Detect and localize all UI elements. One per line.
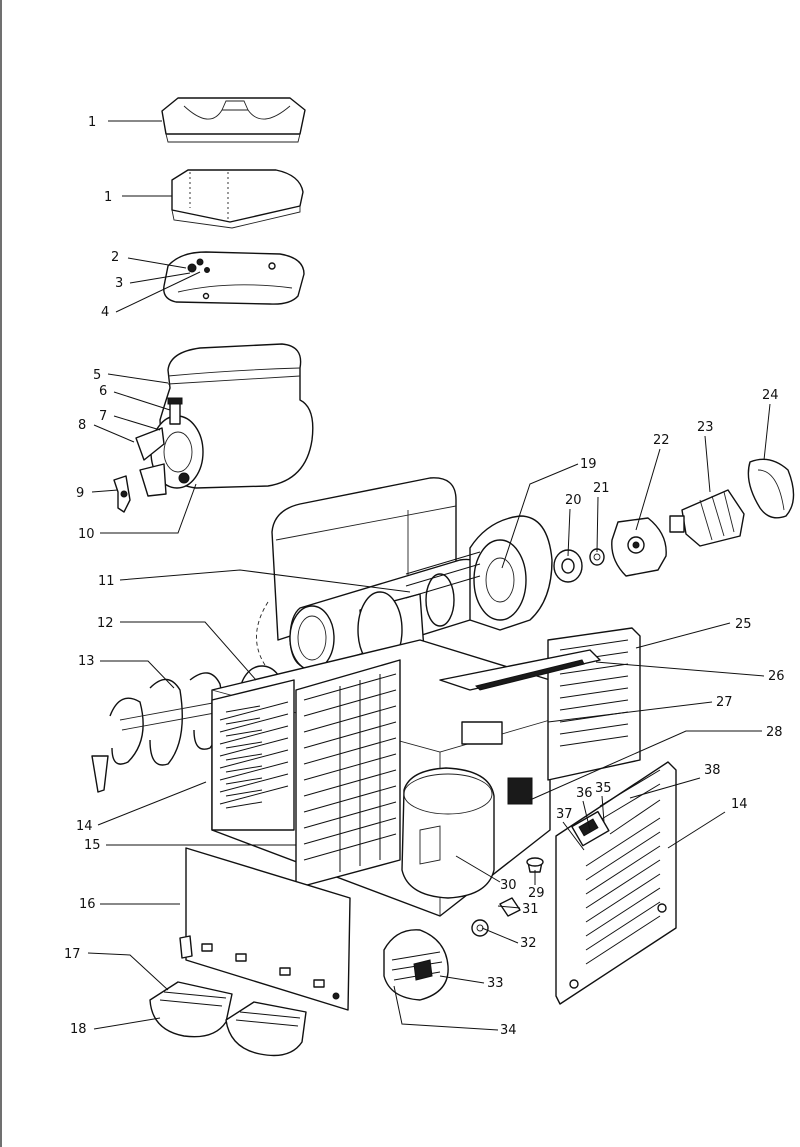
leader-line-c20 xyxy=(568,509,570,556)
leader-line-c25 xyxy=(636,623,730,648)
bowl xyxy=(136,344,313,496)
leader-line-c12 xyxy=(120,622,256,680)
callout-number-c14b: 14 xyxy=(731,797,748,812)
callout-number-c30: 30 xyxy=(500,878,517,893)
drip-trays xyxy=(150,982,306,1056)
callout-number-c2: 2 xyxy=(111,250,119,265)
leader-line-c7 xyxy=(114,416,160,430)
callout-number-c17: 17 xyxy=(64,947,81,962)
callout-number-c31: 31 xyxy=(522,902,539,917)
leader-line-c24 xyxy=(764,404,770,460)
callout-number-c37: 37 xyxy=(556,807,573,822)
callout-number-c20: 20 xyxy=(565,493,582,508)
callout-number-c22: 22 xyxy=(653,433,670,448)
rear-parts xyxy=(554,459,794,582)
callout-number-c18: 18 xyxy=(70,1022,87,1037)
condenser xyxy=(296,660,400,888)
callout-number-c35: 35 xyxy=(595,781,612,796)
callout-number-c34: 34 xyxy=(500,1023,517,1038)
leader-line-c6 xyxy=(114,392,170,410)
callout-number-c16: 16 xyxy=(79,897,96,912)
callout-number-c33: 33 xyxy=(487,976,504,991)
tap-lever xyxy=(114,476,130,512)
callout-number-c7: 7 xyxy=(99,409,107,424)
side-panel xyxy=(556,762,676,1004)
callout-number-c5: 5 xyxy=(93,368,101,383)
lid-side-view xyxy=(172,170,303,228)
leader-line-c32 xyxy=(482,928,518,943)
callout-number-c11: 11 xyxy=(98,574,115,589)
leader-line-c9 xyxy=(92,490,118,492)
motor-assembly xyxy=(384,930,448,1000)
callout-number-c10: 10 xyxy=(78,527,95,542)
callout-number-c8: 8 xyxy=(78,418,86,433)
callout-number-c32: 32 xyxy=(520,936,537,951)
callout-number-c28: 28 xyxy=(766,725,783,740)
callout-number-c25: 25 xyxy=(735,617,752,632)
callout-number-c1a: 1 xyxy=(88,115,96,130)
callout-number-c21: 21 xyxy=(593,481,610,496)
leader-line-c17 xyxy=(88,953,168,990)
callout-number-c26: 26 xyxy=(768,669,785,684)
callout-number-c13: 13 xyxy=(78,654,95,669)
callout-number-c15: 15 xyxy=(84,838,101,853)
callout-number-c27: 27 xyxy=(716,695,733,710)
leader-line-c21 xyxy=(597,497,598,552)
callout-number-c19: 19 xyxy=(580,457,597,472)
callout-number-c1b: 1 xyxy=(104,190,112,205)
callout-number-c23: 23 xyxy=(697,420,714,435)
lid-plate xyxy=(164,252,304,304)
leader-line-c23 xyxy=(705,436,710,492)
callout-number-c4: 4 xyxy=(101,305,109,320)
callout-number-c29: 29 xyxy=(528,886,545,901)
callout-number-c6: 6 xyxy=(99,384,107,399)
callout-number-c38: 38 xyxy=(704,763,721,778)
leader-line-c5 xyxy=(108,374,168,383)
leader-line-c18 xyxy=(94,1018,160,1029)
callout-number-c9: 9 xyxy=(76,486,84,501)
leader-line-c14a xyxy=(98,782,206,825)
callout-number-c3: 3 xyxy=(115,276,123,291)
leader-line-c8 xyxy=(94,425,134,442)
lid-top-view xyxy=(162,98,305,142)
callout-number-c12: 12 xyxy=(97,616,114,631)
callout-number-c14a: 14 xyxy=(76,819,93,834)
callout-number-c36: 36 xyxy=(576,786,593,801)
callout-number-c24: 24 xyxy=(762,388,779,403)
